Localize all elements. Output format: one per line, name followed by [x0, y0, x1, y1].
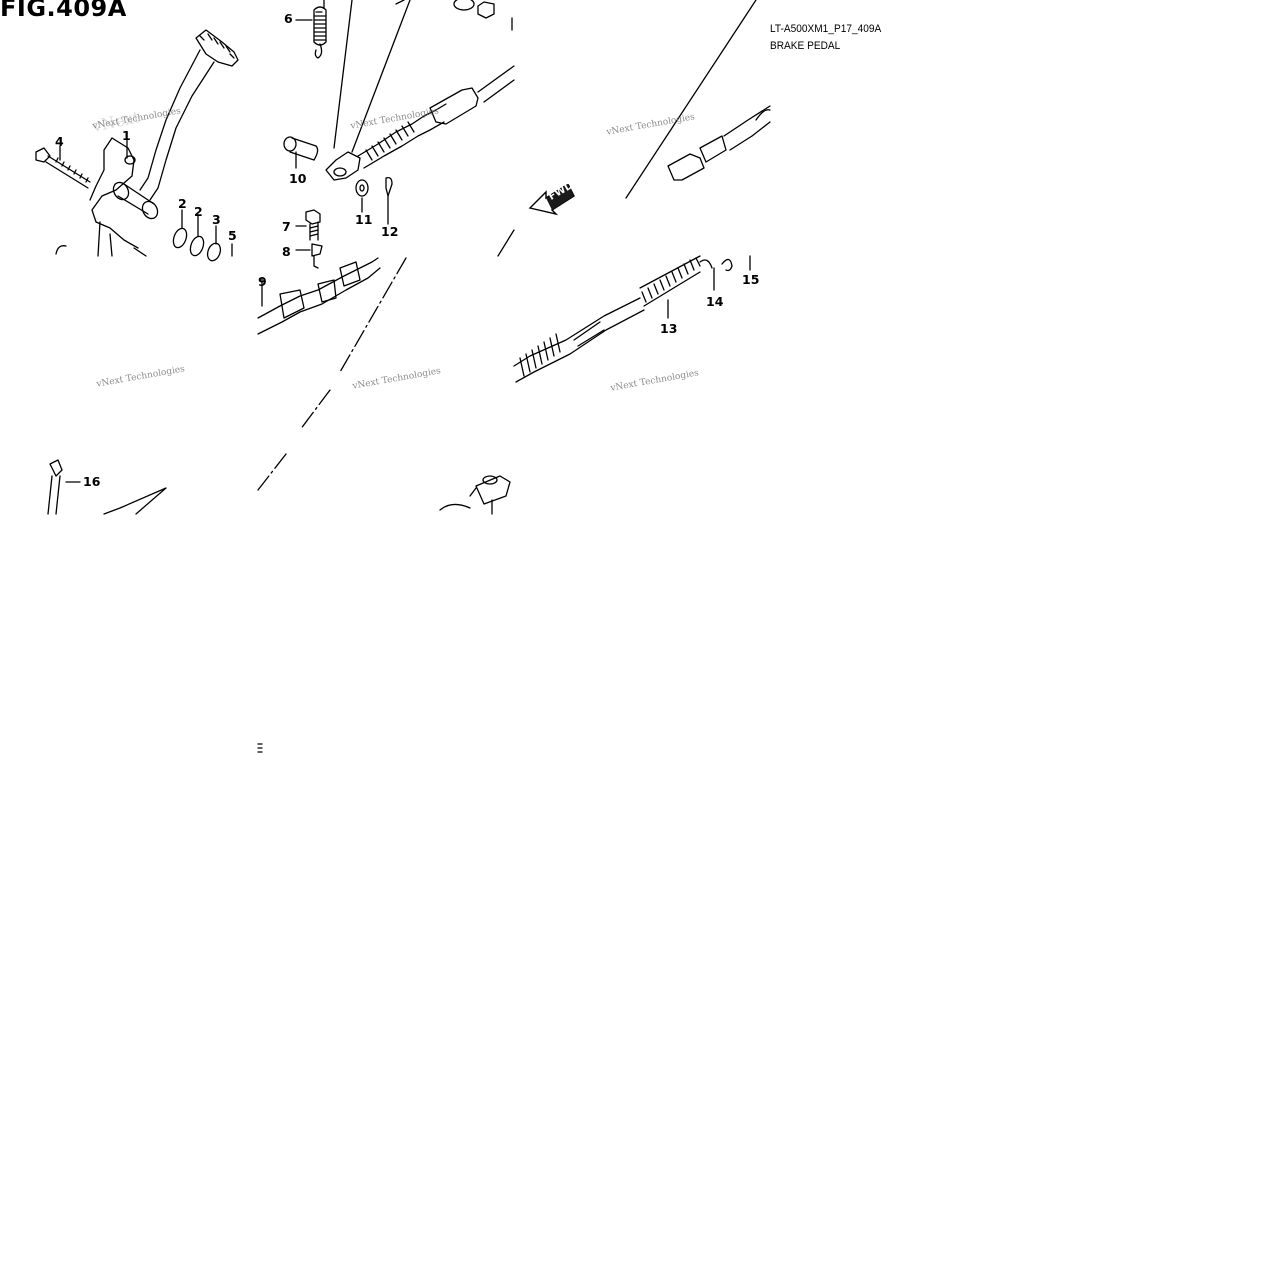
callout-number: 12 — [381, 224, 399, 239]
figure-name: BRAKE PEDAL — [770, 40, 841, 52]
dash-dot-line — [257, 229, 515, 491]
cable-mid-section — [513, 255, 751, 383]
callout-number: 11 — [355, 212, 373, 227]
leader-lines — [59, 139, 217, 245]
callout-number: 14 — [706, 294, 724, 309]
callout-number: 15 — [742, 272, 760, 287]
callout-number: 2 — [178, 196, 187, 211]
callout-number: 4 — [55, 134, 64, 149]
callout-number: 10 — [289, 171, 307, 186]
cable-front-end — [667, 105, 771, 181]
clevis-pin — [283, 136, 319, 169]
long-diagonal-line — [625, 0, 757, 199]
rod-16 — [47, 459, 167, 515]
washer-11 — [355, 179, 369, 213]
figure-code-block: LT-A500XM1_P17_409A BRAKE PEDAL — [770, 21, 881, 55]
cable-lower-end — [257, 257, 381, 335]
return-spring — [295, 0, 327, 59]
cotter-pin — [385, 176, 393, 225]
callout-number: 13 — [660, 321, 678, 336]
figure-code: LT-A500XM1_P17_409A — [770, 23, 882, 35]
callout-number: 9 — [258, 274, 267, 289]
fwd-arrow-icon — [528, 182, 575, 216]
callout-number: 7 — [282, 219, 291, 234]
callout-number: 3 — [212, 212, 221, 227]
bracket-bottom — [257, 475, 511, 753]
long-rods — [333, 0, 411, 153]
brake-pedal-arm — [55, 29, 239, 257]
callout-number: 5 — [228, 228, 237, 243]
figure-title: FIG.409A — [0, 0, 127, 22]
bolt-7-nut-8 — [295, 209, 323, 269]
callout-number: 1 — [122, 128, 131, 143]
callout-number: 2 — [194, 204, 203, 219]
bolt-part — [35, 147, 91, 189]
callout-number: 6 — [284, 11, 293, 26]
callout-number: 8 — [282, 244, 291, 259]
washers — [172, 227, 233, 262]
callout-number: 16 — [83, 474, 101, 489]
clevis-cable-end — [325, 0, 515, 181]
